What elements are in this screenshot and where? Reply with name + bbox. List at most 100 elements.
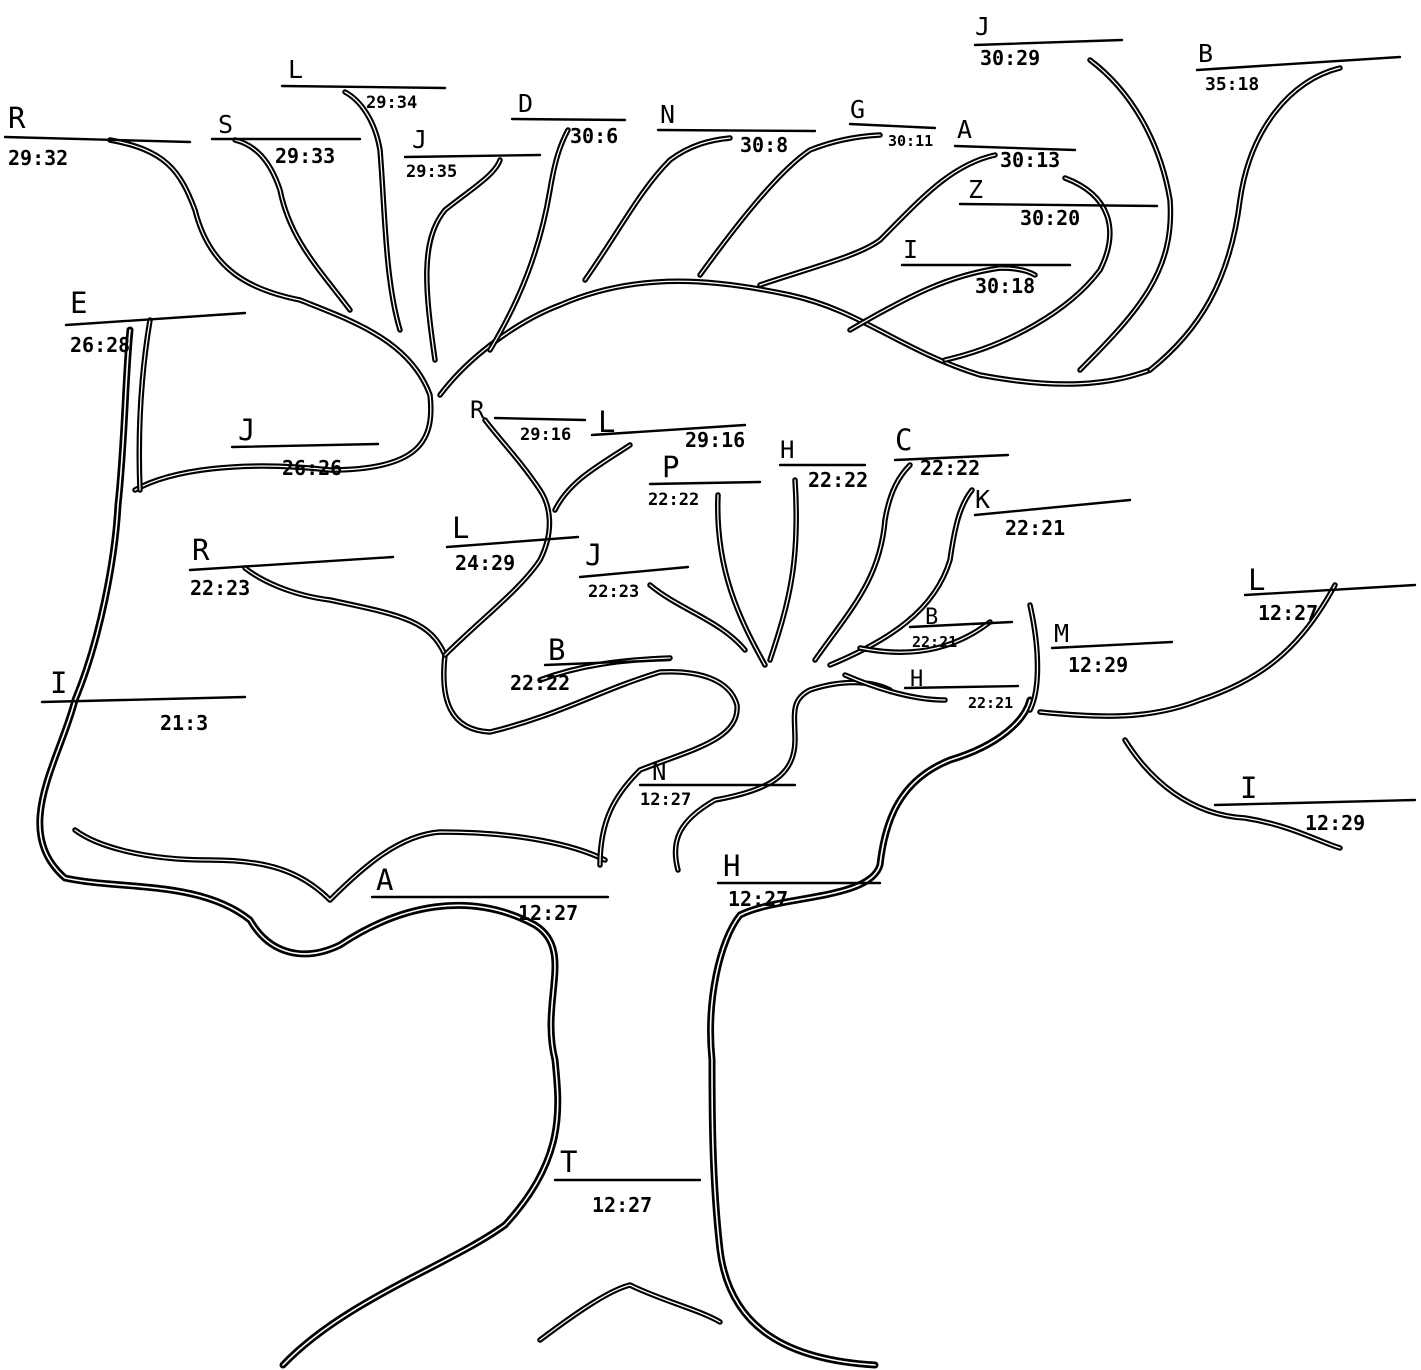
branch: [1147, 65, 1343, 373]
label-line: [493, 416, 587, 422]
node-letter: M: [1054, 619, 1069, 648]
node-value: 26:26: [282, 456, 342, 480]
node-value: 30:29: [980, 46, 1040, 70]
label-line: [893, 453, 1010, 462]
label-line: [903, 684, 1020, 690]
label-line: [3, 135, 192, 144]
node-value: 22:23: [190, 576, 250, 600]
node-letter: T: [560, 1145, 577, 1179]
branch: [424, 157, 503, 363]
node-letter: K: [975, 485, 990, 514]
node-value: 12:27: [518, 901, 578, 925]
node-letter: N: [660, 100, 675, 129]
branch: [552, 442, 633, 513]
label-line: [188, 555, 395, 572]
node-value: 22:21: [968, 694, 1013, 712]
label-line: [958, 202, 1159, 208]
node-value: 35:18: [1205, 74, 1259, 95]
node-value: 22:21: [912, 633, 957, 651]
node-letter: P: [662, 450, 679, 484]
label-line: [973, 38, 1124, 47]
label-line: [973, 498, 1132, 517]
node-letter: D: [518, 89, 533, 118]
label-lines: [3, 38, 1417, 1182]
node-letter: R: [470, 396, 485, 424]
node-letter: J: [585, 538, 602, 572]
node-value: 30:18: [975, 274, 1035, 298]
node-value: 29:34: [366, 93, 417, 113]
node-letter: L: [598, 405, 615, 439]
trunk-right-side: [707, 696, 1034, 1369]
node-letter: L: [452, 511, 469, 545]
label-line: [1050, 640, 1174, 650]
node-value: 29:32: [8, 146, 68, 170]
node-letter: S: [218, 110, 233, 139]
root: [537, 1282, 723, 1343]
node-letter: B: [1198, 39, 1213, 68]
label-line: [543, 658, 672, 667]
node-value: 12:27: [592, 1193, 652, 1217]
node-letter: B: [548, 633, 565, 667]
label-line: [40, 695, 247, 704]
node-letter: L: [1248, 563, 1265, 597]
node-value: 26:28: [70, 333, 130, 357]
label-line: [1213, 798, 1417, 807]
branch: [1077, 57, 1174, 373]
node-value: 30:6: [570, 124, 618, 148]
label-line: [403, 153, 542, 159]
branch: [582, 135, 733, 283]
node-value: 30:8: [740, 133, 788, 157]
branch: [437, 278, 1153, 398]
label-line: [510, 117, 627, 122]
node-value: 22:22: [648, 490, 699, 510]
node-value: 12:29: [1068, 653, 1128, 677]
node-value: 29:33: [275, 144, 335, 168]
node-letter: J: [975, 12, 990, 41]
branch: [715, 492, 768, 668]
node-value: 30:20: [1020, 206, 1080, 230]
node-value: 12:29: [1305, 811, 1365, 835]
node-letter: Z: [968, 175, 983, 204]
tree-shape: [36, 57, 1343, 1369]
node-letter: H: [780, 436, 794, 464]
node-value: 22:22: [920, 456, 980, 480]
node-letter: R: [192, 533, 210, 567]
label-line: [648, 480, 762, 486]
node-value: 22:21: [1005, 516, 1065, 540]
node-letter: A: [957, 115, 972, 144]
node-letter: A: [376, 863, 393, 897]
node-value: 22:22: [808, 468, 868, 492]
label-line: [908, 620, 1014, 629]
node-value: 21:3: [160, 711, 208, 735]
node-letter: I: [903, 235, 918, 264]
label-line: [445, 535, 580, 549]
label-line: [1195, 55, 1402, 72]
node-value: 29:16: [685, 428, 745, 452]
node-value: 30:11: [888, 132, 933, 150]
node-value: 22:23: [588, 582, 639, 602]
label-line: [230, 442, 380, 449]
node-letter: J: [238, 413, 255, 447]
node-letter: L: [288, 55, 303, 84]
node-letter: G: [850, 95, 865, 124]
label-line: [64, 311, 247, 327]
node-value: 12:27: [640, 790, 691, 810]
labels: T 12:27 A 12:27 H 12:27 N 12:27 I 21:3 E…: [8, 12, 1365, 1217]
node-letter: N: [652, 758, 666, 786]
node-letter: B: [925, 605, 938, 630]
label-line: [953, 144, 1077, 152]
node-letter: R: [8, 101, 26, 135]
node-letter: J: [412, 125, 427, 154]
node-letter: I: [1240, 771, 1257, 805]
node-value: 29:16: [520, 425, 571, 445]
node-letter: H: [723, 849, 740, 883]
node-value: 12:27: [728, 887, 788, 911]
node-letter: E: [70, 286, 87, 320]
label-line: [848, 122, 937, 130]
node-letter: H: [910, 667, 923, 692]
label-line: [590, 423, 747, 437]
node-letter: I: [50, 666, 67, 700]
node-value: 12:27: [1258, 601, 1318, 625]
